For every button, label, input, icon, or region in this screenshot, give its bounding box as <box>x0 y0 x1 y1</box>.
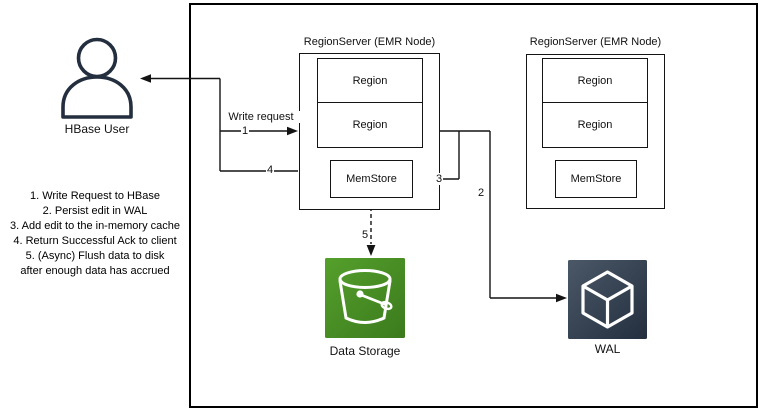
memstore-label: MemStore <box>346 173 397 185</box>
s3-bucket-icon <box>325 258 405 338</box>
arrowhead-to-user-icon <box>140 74 151 83</box>
region-label: Region <box>577 74 613 87</box>
memstore-box: MemStore <box>330 160 413 198</box>
storage-label: Data Storage <box>329 344 401 358</box>
actor-label: HBase User <box>64 122 130 136</box>
steps-note: 1. Write Request to HBase 2. Persist edi… <box>2 189 188 279</box>
step-note-line: 3. Add edit to the in-memory cache <box>10 220 180 232</box>
region-box: Region <box>317 58 423 103</box>
region-server-1-title: RegionServer (EMR Node) <box>303 36 436 48</box>
region-label: Region <box>352 119 388 131</box>
memstore-label: MemStore <box>570 173 622 185</box>
region-server-2-title: RegionServer (EMR Node) <box>529 36 662 48</box>
step-1-label: 1 <box>241 125 250 137</box>
region-label: Region <box>352 74 388 87</box>
cube-icon <box>568 260 647 339</box>
memstore-box: MemStore <box>555 160 637 198</box>
step-note-line: after enough data has accrued <box>20 265 170 277</box>
person-icon <box>61 37 133 119</box>
step-note-line: 5. (Async) Flush data to disk <box>25 250 165 262</box>
write-request-label: Write request <box>222 111 300 123</box>
region-box: Region <box>542 102 648 148</box>
step-4-label: 4 <box>266 164 275 176</box>
step-note-line: 1. Write Request to HBase <box>29 190 161 202</box>
region-box: Region <box>542 58 648 103</box>
step-5-label: 5 <box>361 229 370 241</box>
wal-label: WAL <box>594 342 621 356</box>
step-note-line: 2. Persist edit in WAL <box>42 205 148 217</box>
step-note-line: 4. Return Successful Ack to client <box>13 235 177 247</box>
cluster-boundary-rect <box>189 3 758 408</box>
step-2-label: 2 <box>477 187 486 199</box>
step-3-label: 3 <box>435 173 444 185</box>
region-box: Region <box>317 102 423 148</box>
region-label: Region <box>577 119 613 131</box>
